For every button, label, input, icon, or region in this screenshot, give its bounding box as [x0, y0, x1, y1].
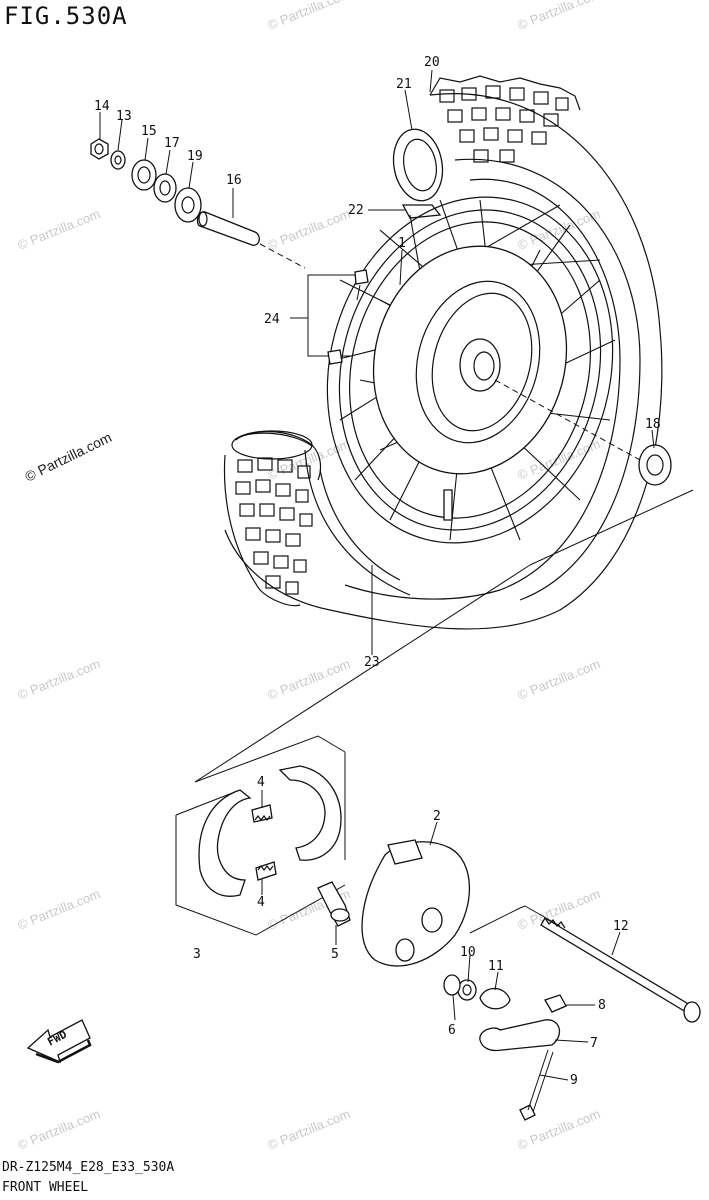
brake-panel-assembly — [317, 839, 701, 1121]
model-code: DR-Z125M4_E28_E33_530A — [2, 1160, 175, 1175]
part-label-1[interactable]: 1 — [398, 236, 406, 251]
part-label-13[interactable]: 13 — [116, 109, 132, 124]
watermark: © Partzilla.com — [266, 1106, 353, 1153]
part-label-20[interactable]: 20 — [424, 55, 440, 70]
part-label-4-lower[interactable]: 4 — [257, 895, 265, 910]
section-name: FRONT WHEEL — [2, 1180, 89, 1195]
part-label-14[interactable]: 14 — [94, 99, 110, 114]
part-label-6[interactable]: 6 — [448, 1023, 456, 1038]
hub-bolt-icon — [327, 349, 343, 365]
figure-title: FIG.530A — [4, 2, 128, 30]
part-label-2[interactable]: 2 — [433, 809, 441, 824]
tread-top — [429, 75, 581, 163]
bearing-icon — [174, 187, 202, 223]
return-spring-icon — [479, 987, 511, 1010]
rim-band-icon — [401, 204, 442, 219]
watermark: © Partzilla.com — [266, 0, 353, 33]
axle-spacer-parts — [90, 138, 672, 486]
wheel-rim-hub — [326, 196, 616, 544]
watermark: © Partzilla.com — [516, 0, 603, 33]
watermark: © Partzilla.com — [16, 656, 103, 703]
inner-tube-icon — [392, 128, 444, 202]
watermark: © Partzilla.com — [16, 206, 103, 253]
watermark: © Partzilla.com — [16, 1106, 103, 1153]
washer-10-icon — [457, 979, 477, 1001]
valve-stem-icon — [443, 489, 453, 521]
part-label-17[interactable]: 17 — [164, 136, 180, 151]
tire-illustration — [223, 75, 663, 630]
hub-bolt-icon — [354, 269, 369, 285]
part-label-3[interactable]: 3 — [193, 947, 201, 962]
part-label-5[interactable]: 5 — [331, 947, 339, 962]
part-label-9[interactable]: 9 — [570, 1073, 578, 1088]
part-label-11[interactable]: 11 — [488, 959, 504, 974]
part-label-7[interactable]: 7 — [590, 1036, 598, 1051]
bearing-right-icon — [638, 444, 672, 486]
watermark: © Partzilla.com — [266, 656, 353, 703]
part-label-16[interactable]: 16 — [226, 173, 242, 188]
watermark: © Partzilla.com — [516, 656, 603, 703]
watermark: © Partzilla.com — [16, 886, 103, 933]
part-label-15[interactable]: 15 — [141, 124, 157, 139]
part-label-23[interactable]: 23 — [364, 655, 380, 670]
nut-8-icon — [544, 994, 567, 1013]
part-label-12[interactable]: 12 — [613, 919, 629, 934]
washer-icon — [110, 150, 126, 170]
part-label-8[interactable]: 8 — [598, 998, 606, 1013]
watermark: © Partzilla.com — [266, 206, 353, 253]
oil-seal-icon — [131, 159, 157, 191]
part-label-24[interactable]: 24 — [264, 312, 280, 327]
watermark-group: © Partzilla.com © Partzilla.com © Partzi… — [16, 0, 603, 1153]
leader-lines — [99, 69, 655, 1081]
part-label-21[interactable]: 21 — [396, 77, 412, 92]
spacer-icon — [153, 173, 177, 203]
brake-shoe-assembly — [198, 765, 342, 897]
tread-bottom — [223, 431, 322, 607]
part-label-4-upper[interactable]: 4 — [257, 775, 265, 790]
assembly-outline — [175, 489, 694, 936]
forward-arrow: FWD — [26, 1019, 92, 1064]
part-labels: 14 13 15 17 19 16 20 21 22 1 24 18 23 2 … — [94, 55, 661, 1088]
axle-nut-icon — [90, 138, 109, 160]
brake-shoe-right-icon — [278, 765, 342, 861]
part-label-10[interactable]: 10 — [460, 945, 476, 960]
bolt-9-icon — [519, 1104, 536, 1121]
part-label-22[interactable]: 22 — [348, 203, 364, 218]
watermark-main: © Partzilla.com — [22, 429, 114, 485]
brake-panel-icon — [361, 841, 471, 967]
brake-lever-icon — [479, 1019, 561, 1052]
brake-shoe-left-icon — [198, 789, 252, 897]
part-label-19[interactable]: 19 — [187, 149, 203, 164]
part-label-18[interactable]: 18 — [645, 417, 661, 432]
seal-6-icon — [443, 974, 461, 996]
